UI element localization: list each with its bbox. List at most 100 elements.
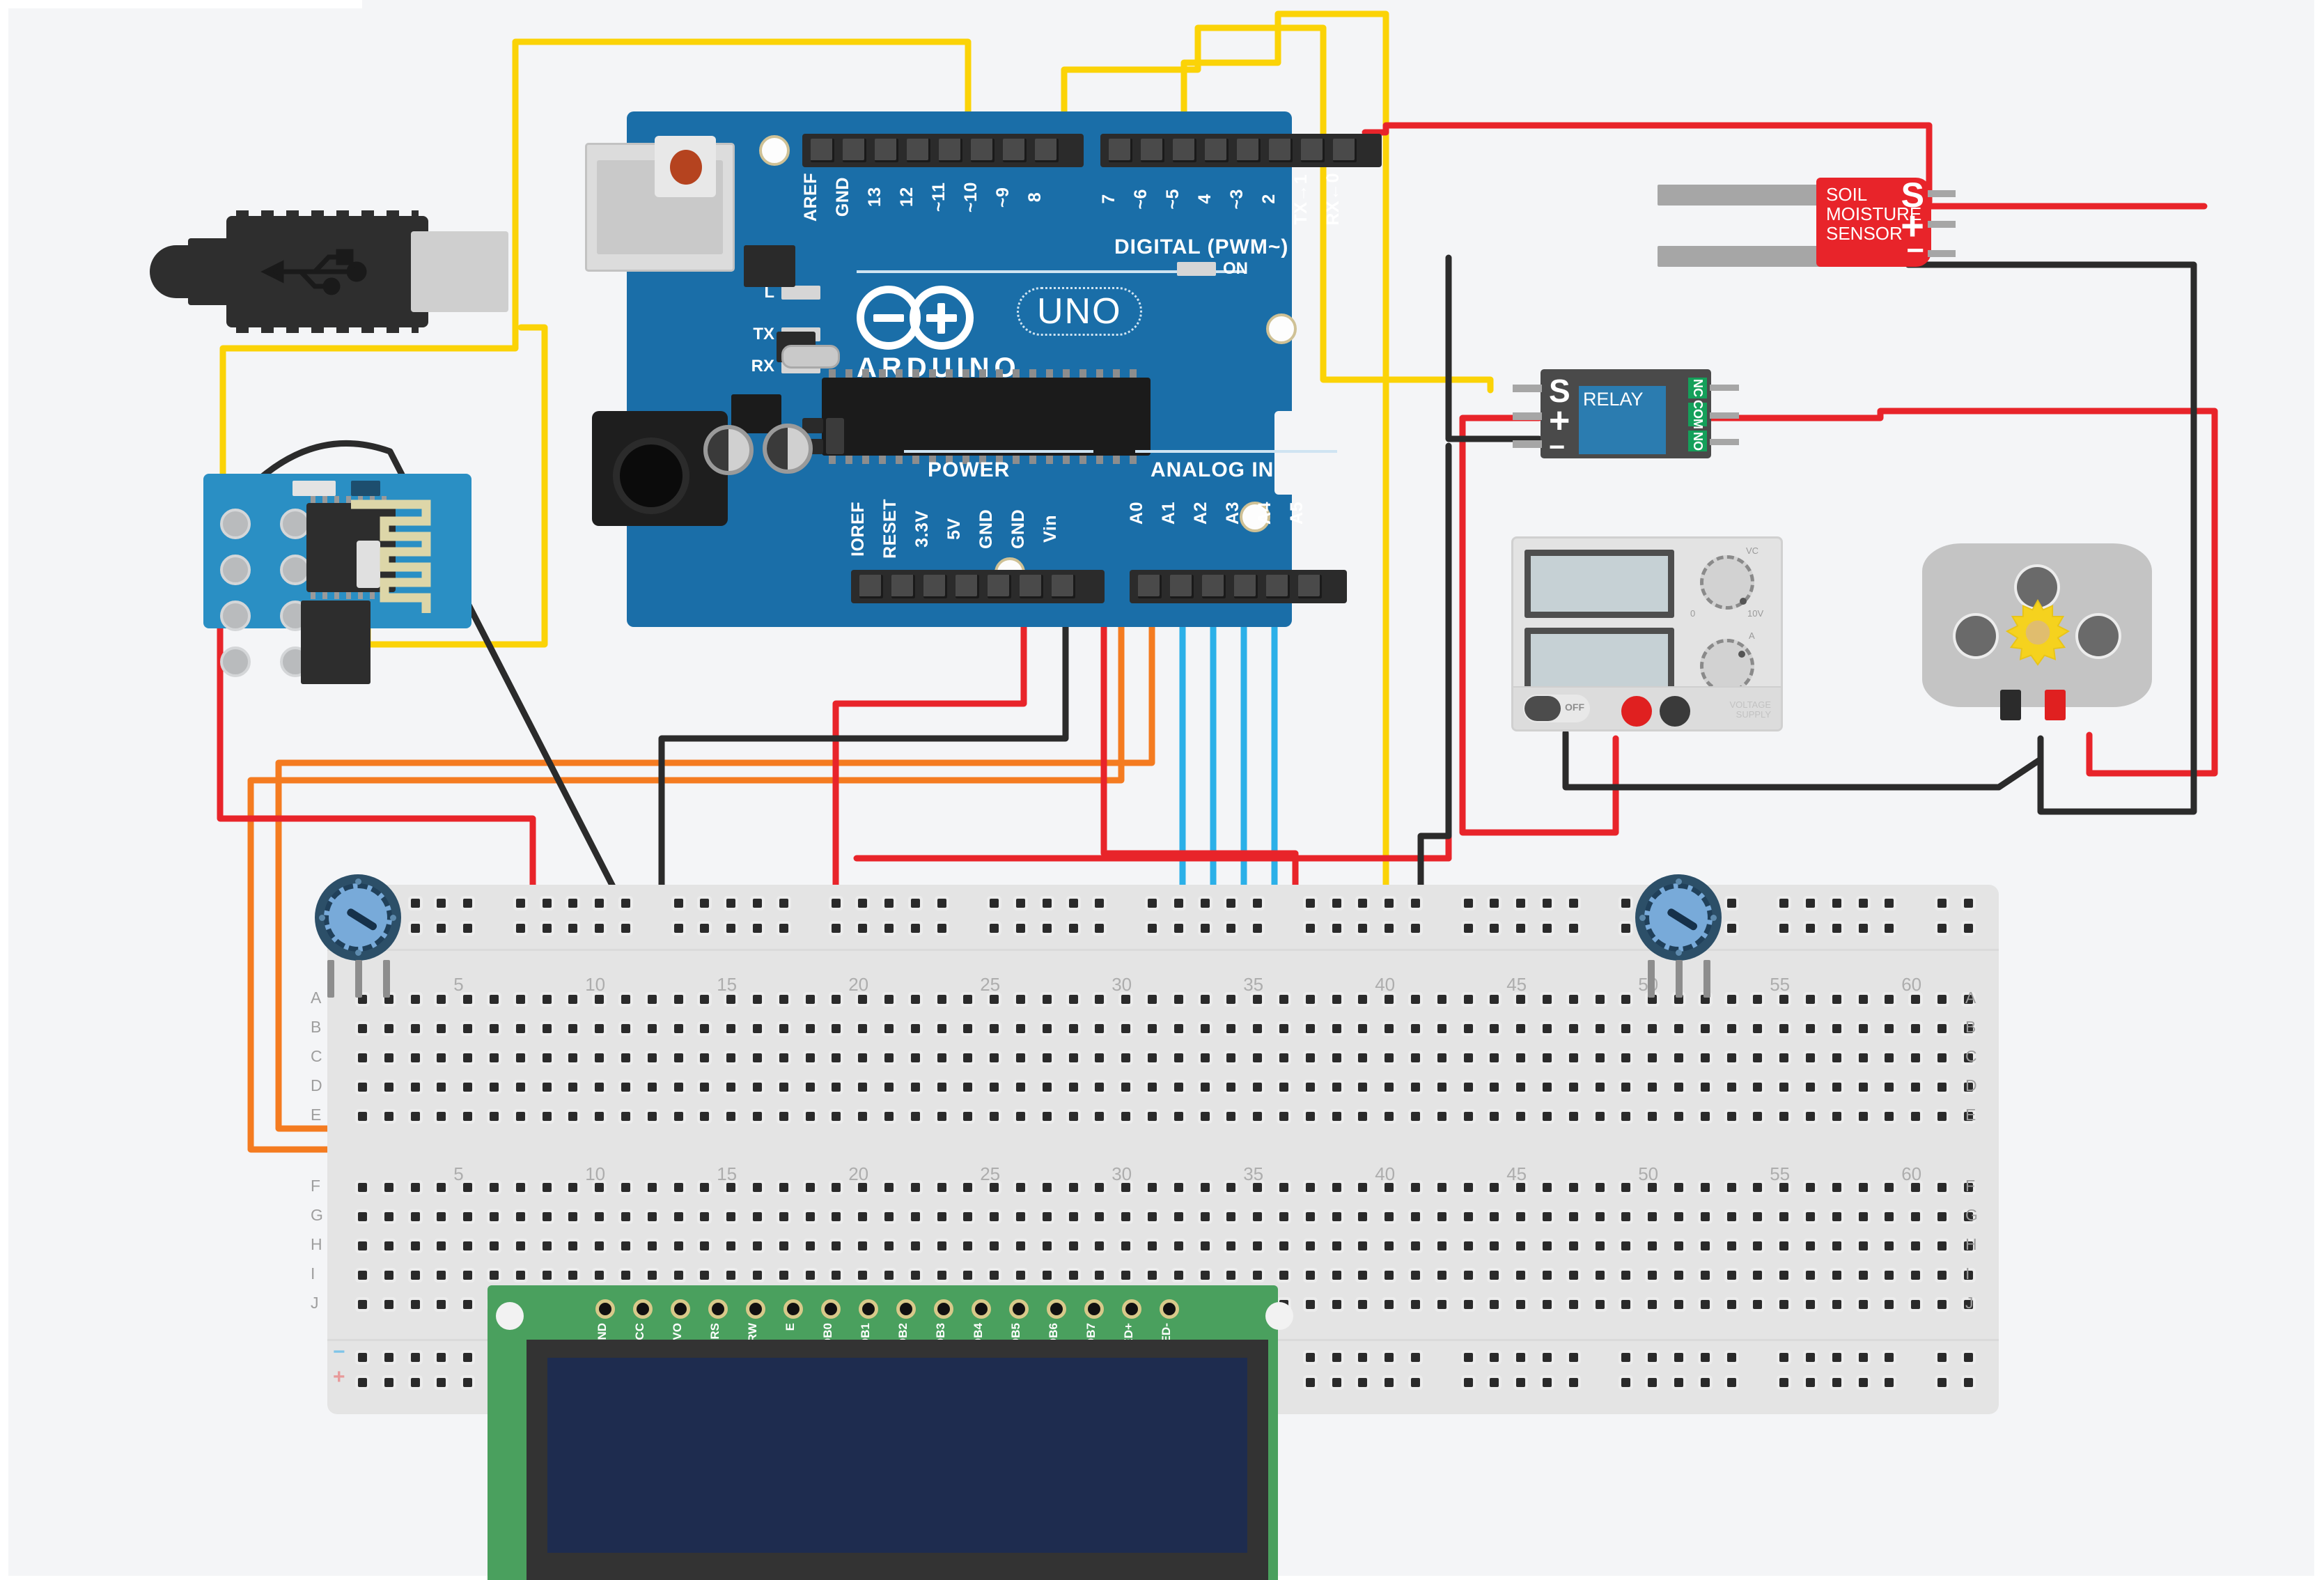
breadboard-hole[interactable] [1437,1024,1446,1033]
breadboard-hole[interactable] [753,1241,762,1250]
breadboard-hole[interactable] [1385,1183,1394,1192]
breadboard-hole[interactable] [410,1183,420,1192]
breadboard-rail-hole[interactable] [621,924,630,933]
esp-pin[interactable] [280,509,311,539]
breadboard-rail-hole[interactable] [1779,1378,1789,1387]
breadboard-hole[interactable] [1279,1212,1288,1221]
breadboard-hole[interactable] [884,1212,894,1221]
breadboard-hole[interactable] [515,1212,525,1221]
relay-output-com[interactable]: COM [1688,400,1707,429]
breadboard-hole[interactable] [437,1212,446,1221]
breadboard-hole[interactable] [726,1183,736,1192]
breadboard-hole[interactable] [884,1241,894,1250]
breadboard-rail-hole[interactable] [1516,1378,1526,1387]
lcd-pin-pad[interactable] [1160,1299,1179,1319]
breadboard-hole[interactable] [1095,1212,1105,1221]
reset-button[interactable] [655,136,716,197]
breadboard-hole[interactable] [384,1271,393,1280]
breadboard-hole[interactable] [1568,1112,1578,1121]
breadboard-hole[interactable] [542,1183,552,1192]
header-pin[interactable] [1237,139,1261,162]
breadboard-hole[interactable] [1753,1212,1763,1221]
breadboard-rail-hole[interactable] [1332,1353,1341,1362]
voltage-supply[interactable]: VC 0 10V A 0 3A OFF VOLTAGE SUPPLY [1511,536,1783,731]
breadboard-hole[interactable] [647,995,657,1004]
breadboard-hole[interactable] [1173,1083,1183,1092]
breadboard-hole[interactable] [463,1083,473,1092]
breadboard-hole[interactable] [515,1024,525,1033]
header-pin[interactable] [891,575,915,598]
breadboard-hole[interactable] [910,1212,920,1221]
breadboard-hole[interactable] [1911,1241,1921,1250]
breadboard-hole[interactable] [1806,1300,1815,1309]
breadboard-hole[interactable] [490,1241,499,1250]
breadboard-hole[interactable] [673,1271,683,1280]
breadboard-hole[interactable] [1963,1183,1973,1192]
breadboard-rail-hole[interactable] [1332,924,1341,933]
breadboard-hole[interactable] [805,1212,815,1221]
header-pin[interactable] [1301,139,1325,162]
breadboard-rail-hole[interactable] [1226,899,1236,908]
breadboard-hole[interactable] [1226,1183,1236,1192]
breadboard-hole[interactable] [1779,1300,1789,1309]
breadboard-hole[interactable] [1121,1271,1131,1280]
breadboard-hole[interactable] [1621,1024,1631,1033]
breadboard-rail-hole[interactable] [1885,1353,1894,1362]
breadboard-rail-hole[interactable] [1068,924,1078,933]
breadboard-hole[interactable] [1595,1112,1605,1121]
sensor-terminal-plus[interactable]: + [1901,203,1924,249]
breadboard-rail-hole[interactable] [673,899,683,908]
breadboard-hole[interactable] [1385,1053,1394,1062]
breadboard-rail-hole[interactable] [1858,1378,1868,1387]
breadboard-hole[interactable] [1042,1212,1052,1221]
breadboard-hole[interactable] [542,1053,552,1062]
breadboard-hole[interactable] [1173,1271,1183,1280]
breadboard-rail-hole[interactable] [1305,899,1315,908]
breadboard-hole[interactable] [1726,1300,1736,1309]
breadboard-hole[interactable] [437,1271,446,1280]
header-pin[interactable] [1109,139,1132,162]
breadboard-hole[interactable] [1121,1212,1131,1221]
breadboard-hole[interactable] [1885,995,1894,1004]
breadboard-hole[interactable] [1885,1183,1894,1192]
breadboard-hole[interactable] [1858,1083,1868,1092]
breadboard-hole[interactable] [1753,1271,1763,1280]
lcd-pin[interactable]: DB7 [1084,1299,1104,1354]
breadboard-hole[interactable] [1332,995,1341,1004]
breadboard-hole[interactable] [1358,1112,1368,1121]
breadboard-rail-hole[interactable] [1463,1378,1473,1387]
breadboard-hole[interactable] [963,1024,973,1033]
breadboard-hole[interactable] [832,1083,841,1092]
breadboard-hole[interactable] [490,1271,499,1280]
breadboard-hole[interactable] [1305,995,1315,1004]
lcd-pin-pad[interactable] [633,1299,653,1319]
breadboard-hole[interactable] [1648,1112,1658,1121]
breadboard-hole[interactable] [858,1271,868,1280]
breadboard-hole[interactable] [1753,1053,1763,1062]
breadboard-hole[interactable] [1648,1024,1658,1033]
lcd-pin[interactable]: RW [746,1299,765,1354]
breadboard-hole[interactable] [647,1271,657,1280]
breadboard-hole[interactable] [1885,1212,1894,1221]
breadboard-hole[interactable] [1200,1083,1210,1092]
breadboard-hole[interactable] [1937,1083,1947,1092]
breadboard-hole[interactable] [1332,1053,1341,1062]
esp-pin[interactable] [220,646,251,677]
breadboard-hole[interactable] [1516,1053,1526,1062]
breadboard-hole[interactable] [1595,1083,1605,1092]
breadboard-hole[interactable] [1095,1083,1105,1092]
breadboard-hole[interactable] [1516,995,1526,1004]
breadboard-hole[interactable] [673,995,683,1004]
header-pin[interactable] [1205,139,1229,162]
breadboard-hole[interactable] [1806,1053,1815,1062]
breadboard-hole[interactable] [1726,1053,1736,1062]
breadboard-hole[interactable] [1648,1271,1658,1280]
breadboard-hole[interactable] [700,1241,710,1250]
breadboard-hole[interactable] [1700,1053,1710,1062]
breadboard-hole[interactable] [595,1112,605,1121]
breadboard-rail-hole[interactable] [1568,899,1578,908]
breadboard-hole[interactable] [1463,1300,1473,1309]
breadboard-rail-hole[interactable] [1173,899,1183,908]
breadboard-hole[interactable] [1726,995,1736,1004]
breadboard-rail-hole[interactable] [1963,1353,1973,1362]
